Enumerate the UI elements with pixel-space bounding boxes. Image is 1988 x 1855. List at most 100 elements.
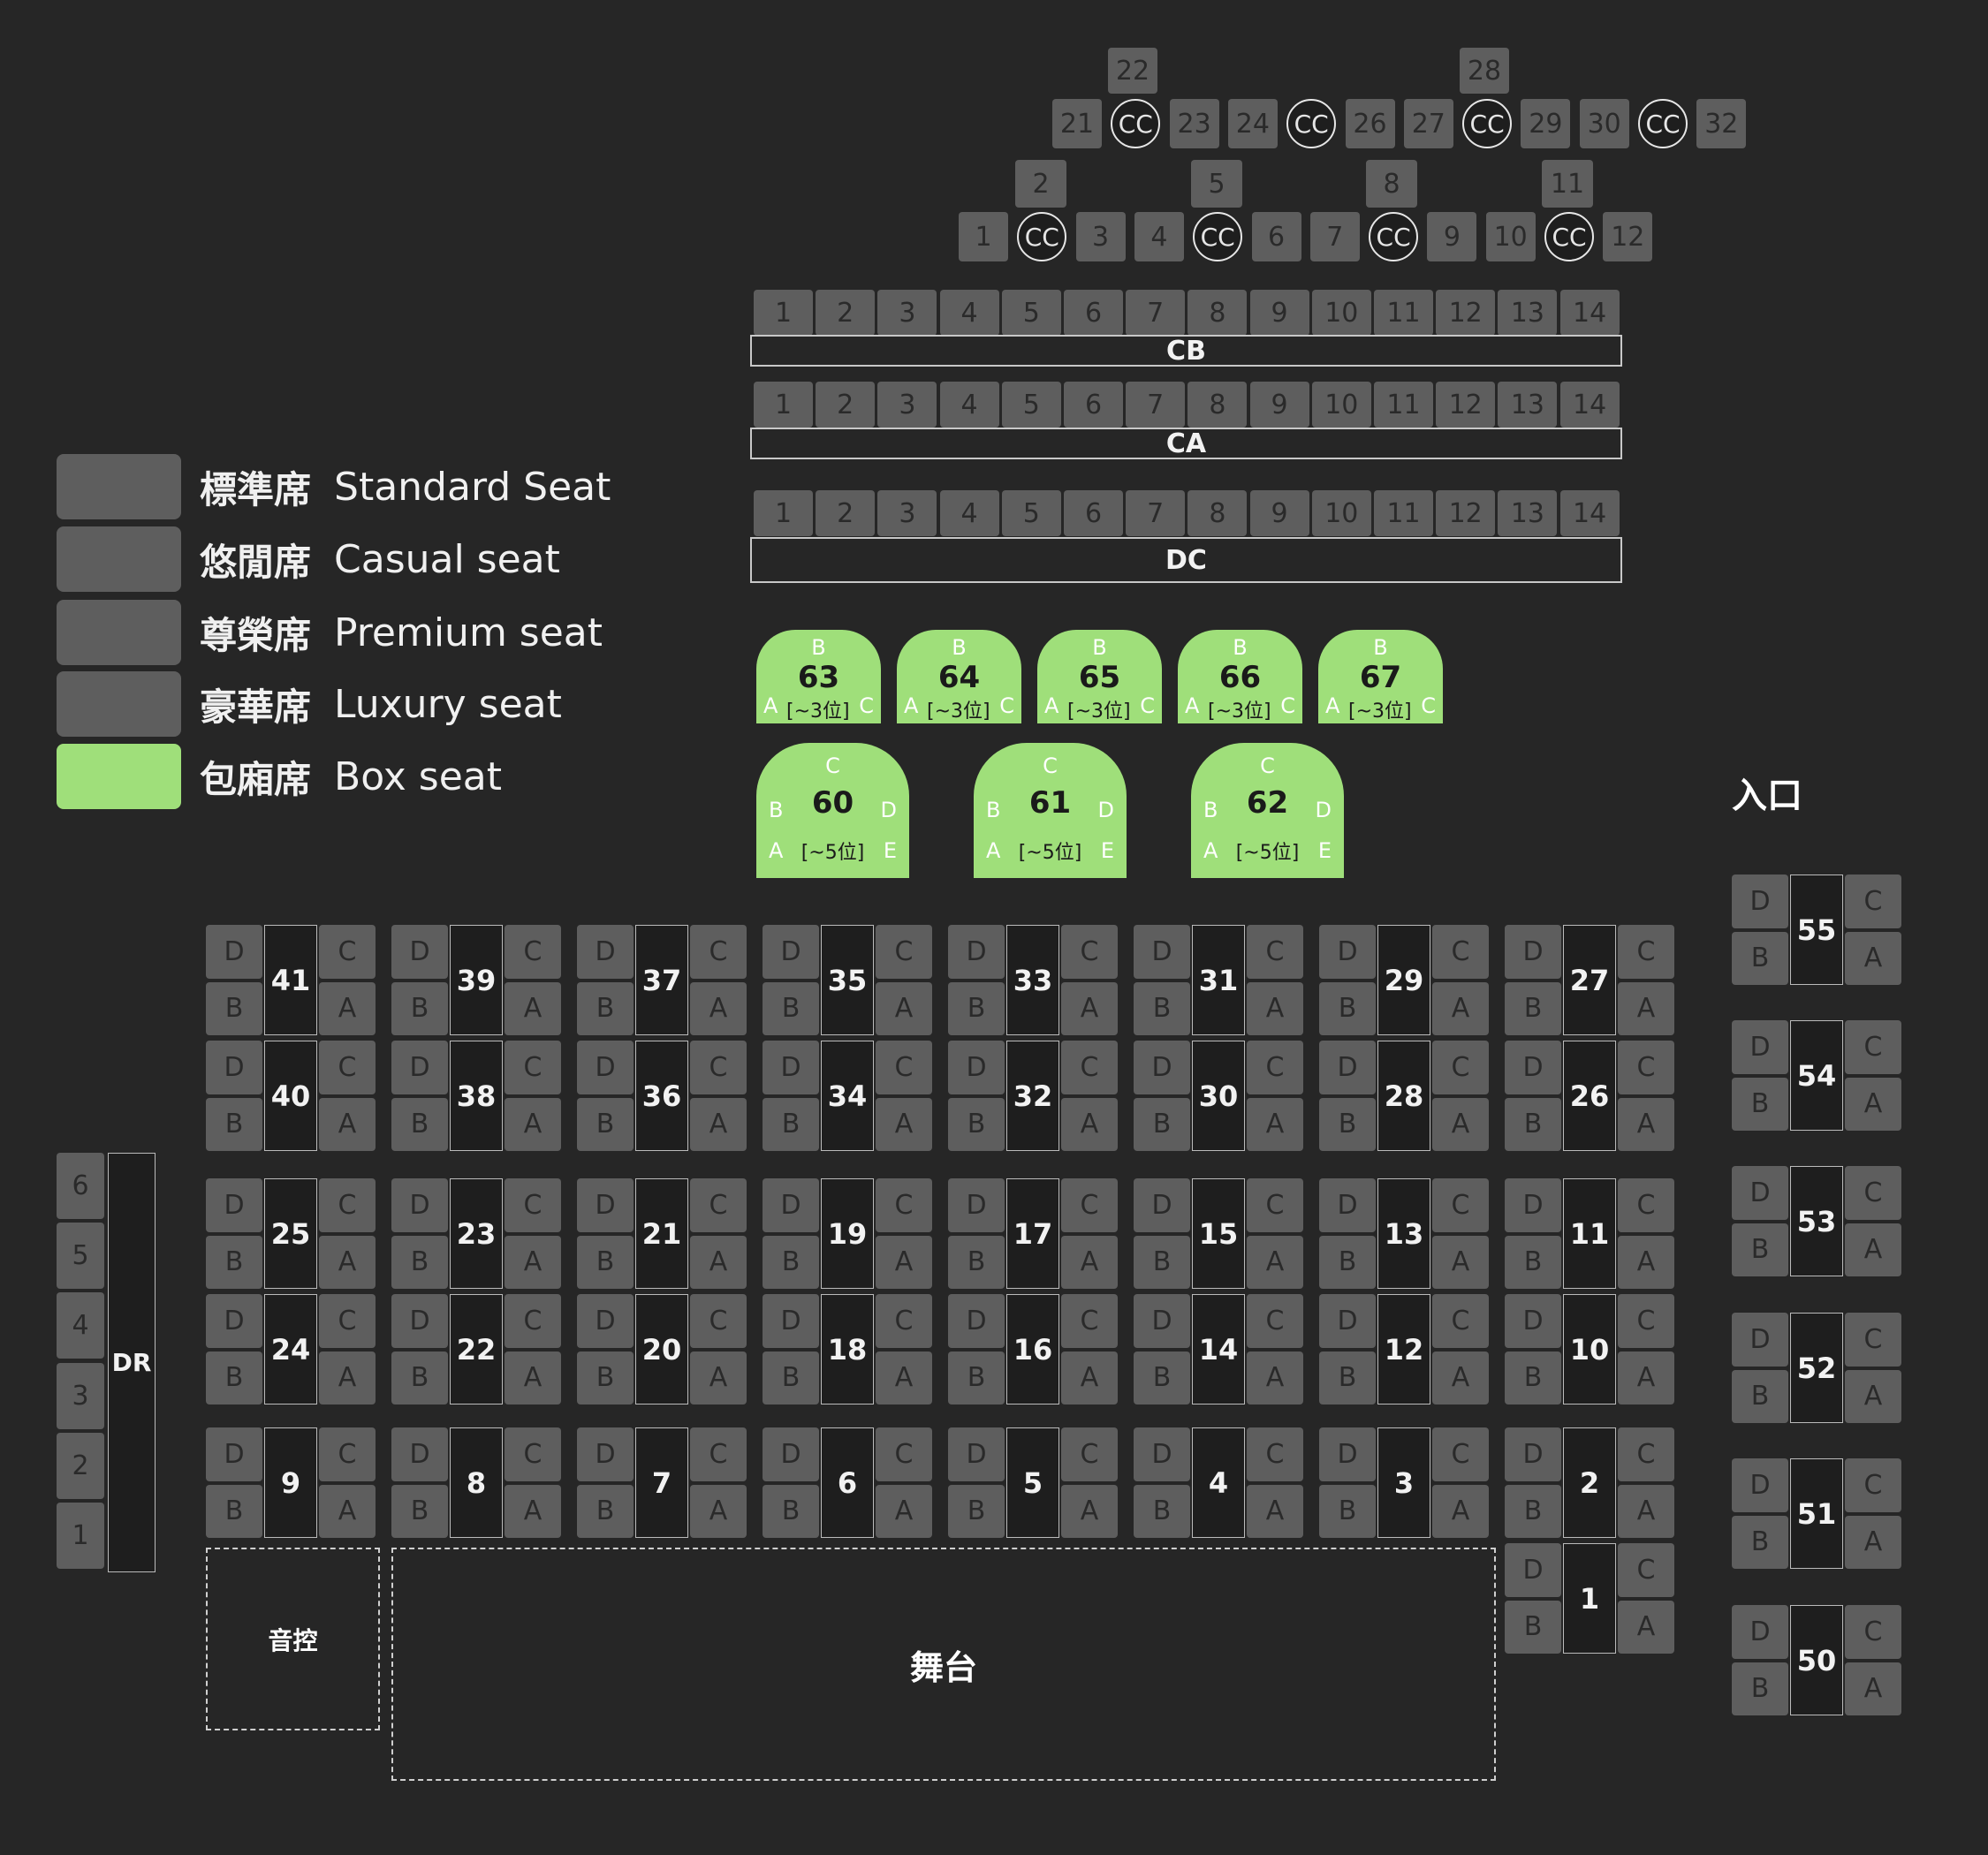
seat-c[interactable]: C [505,1294,561,1348]
seat-c[interactable]: C [876,1178,932,1232]
seat-d[interactable]: D [206,1041,262,1094]
seat-b[interactable]: B [1319,1484,1376,1538]
seat-a[interactable]: A [505,1097,561,1151]
seat-a[interactable]: A [1432,1351,1489,1404]
seat-b[interactable]: B [948,1097,1005,1151]
row-seat[interactable]: 5 [1001,490,1061,536]
row-seat[interactable]: 13 [1498,382,1558,428]
seat-d[interactable]: D [1319,1427,1376,1481]
table-number[interactable]: 3 [1377,1427,1430,1538]
seat-a[interactable]: A [690,1484,747,1538]
table-number[interactable]: 51 [1790,1458,1843,1569]
seat-d[interactable]: D [763,1041,819,1094]
seat-b[interactable]: B [1505,1235,1561,1289]
table-number[interactable]: 23 [450,1178,503,1289]
seat-b[interactable]: B [1134,1235,1190,1289]
seat-a[interactable]: A [1432,1484,1489,1538]
seat-c[interactable]: C [1247,1041,1303,1094]
seat-c[interactable]: C [1061,1427,1118,1481]
cc-seat[interactable]: CC [1017,212,1067,261]
seat-c[interactable]: C [1618,1543,1674,1597]
table-number[interactable]: 22 [450,1294,503,1404]
seat-a[interactable]: A [319,1351,376,1404]
seat-c[interactable]: C [876,925,932,979]
seat[interactable]: 6 [1251,212,1301,261]
seat-c[interactable]: C [1845,1313,1901,1367]
seat-d[interactable]: D [206,1178,262,1232]
seat-a[interactable]: A [1618,981,1674,1035]
seat[interactable]: 23 [1169,99,1219,148]
table-number[interactable]: 13 [1377,1178,1430,1289]
table-number[interactable]: 26 [1563,1041,1616,1151]
seat-b[interactable]: B [206,1484,262,1538]
table-number[interactable]: 35 [821,925,874,1035]
seat-b[interactable]: B [1505,1600,1561,1654]
seat-b[interactable]: B [391,981,448,1035]
seat-b[interactable]: B [763,1484,819,1538]
seat-b[interactable]: B [391,1097,448,1151]
table-number[interactable]: 17 [1006,1178,1059,1289]
seat-d[interactable]: D [206,925,262,979]
seat-a[interactable]: A [876,981,932,1035]
seat-a[interactable]: A [1247,1484,1303,1538]
table-number[interactable]: 27 [1563,925,1616,1035]
seat[interactable]: 10 [1485,212,1536,261]
seat-c[interactable]: C [1618,925,1674,979]
table-number[interactable]: 21 [635,1178,688,1289]
seat-c[interactable]: C [1061,1294,1118,1348]
seat-d[interactable]: D [1319,1178,1376,1232]
seat-c[interactable]: C [1061,1178,1118,1232]
seat-a[interactable]: A [1247,1351,1303,1404]
row-seat[interactable]: 12 [1436,290,1496,336]
seat[interactable]: 30 [1579,99,1629,148]
seat[interactable]: 21 [1052,99,1102,148]
seat-c[interactable]: C [505,1178,561,1232]
seat-d[interactable]: D [763,925,819,979]
row-seat[interactable]: 13 [1498,290,1558,336]
row-seat[interactable]: 4 [939,490,999,536]
seat-a[interactable]: A [1845,931,1901,985]
seat-a[interactable]: A [1845,1515,1901,1569]
row-seat[interactable]: 11 [1374,490,1433,536]
seat-c[interactable]: C [1618,1427,1674,1481]
seat-a[interactable]: A [1061,1235,1118,1289]
row-seat[interactable]: 10 [1311,382,1371,428]
seat-c[interactable]: C [876,1041,932,1094]
seat[interactable]: 22 [1108,48,1157,94]
seat-c[interactable]: C [690,1427,747,1481]
seat[interactable]: 24 [1227,99,1278,148]
seat-c[interactable]: C [690,925,747,979]
seat-d[interactable]: D [1732,1313,1788,1367]
seat-a[interactable]: A [876,1351,932,1404]
seat-a[interactable]: A [1618,1097,1674,1151]
seat-b[interactable]: B [577,981,634,1035]
seat[interactable]: 9 [1427,212,1477,261]
row-seat[interactable]: 8 [1187,290,1248,336]
seat-c[interactable]: C [505,925,561,979]
seat-c[interactable]: C [1845,1020,1901,1074]
seat-a[interactable]: A [1618,1351,1674,1404]
seat-b[interactable]: B [577,1235,634,1289]
row-seat[interactable]: 13 [1498,490,1558,536]
row-seat[interactable]: 9 [1249,290,1309,336]
seat-b[interactable]: B [1505,981,1561,1035]
seat-b[interactable]: B [206,1097,262,1151]
seat-d[interactable]: D [1134,1178,1190,1232]
table-number[interactable]: 54 [1790,1020,1843,1131]
seat-d[interactable]: D [577,1294,634,1348]
seat-d[interactable]: D [1134,1041,1190,1094]
seat-c[interactable]: C [319,1041,376,1094]
row-seat[interactable]: 5 [1001,290,1061,336]
seat-d[interactable]: D [1319,925,1376,979]
seat-a[interactable]: A [319,1097,376,1151]
seat-a[interactable]: A [1061,1484,1118,1538]
table-number[interactable]: 41 [264,925,317,1035]
table-number[interactable]: 20 [635,1294,688,1404]
seat-d[interactable]: D [1319,1041,1376,1094]
seat-b[interactable]: B [948,981,1005,1035]
seat-b[interactable]: B [1732,1077,1788,1131]
seat-a[interactable]: A [319,981,376,1035]
seat-b[interactable]: B [763,1097,819,1151]
